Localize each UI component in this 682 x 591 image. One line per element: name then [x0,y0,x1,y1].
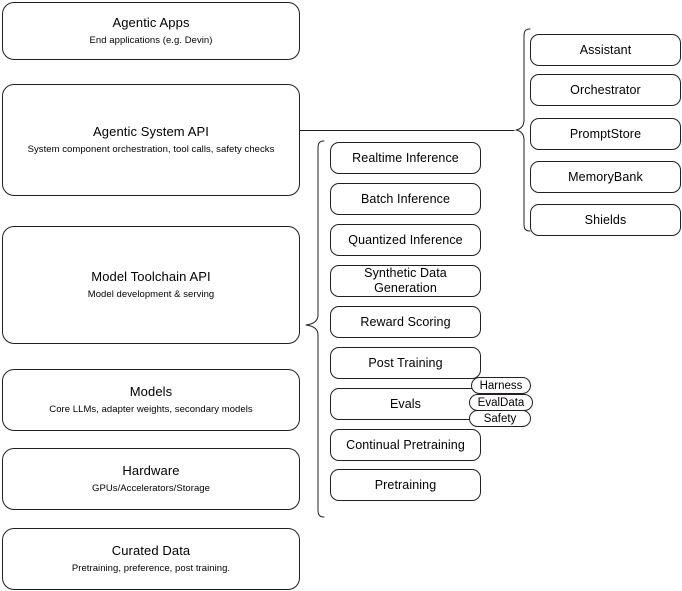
connector-system-api-to-components [299,130,515,131]
layer-subtitle: End applications (e.g. Devin) [89,35,213,46]
capability-label: Quantized Inference [348,232,463,247]
capability-label: Reward Scoring [360,314,451,329]
layer-title: Curated Data [111,543,191,558]
capability-label: Continual Pretraining [346,437,465,452]
component-label: PromptStore [569,126,642,141]
layer-box-agentic-system-api[interactable]: Agentic System API System component orch… [2,84,300,196]
component-label: MemoryBank [568,169,643,184]
layer-box-models[interactable]: Models Core LLMs, adapter weights, secon… [2,369,300,431]
layer-title: Models [129,384,173,399]
pill-evaldata[interactable]: EvalData [469,394,533,411]
layer-title: Hardware [122,463,180,478]
capability-box-reward-scoring[interactable]: Reward Scoring [330,306,481,338]
brace-toolchain-capabilities [305,140,325,518]
layer-title: Agentic System API [93,124,209,139]
component-box-shields[interactable]: Shields [530,204,681,236]
component-label: Assistant [579,42,632,57]
capability-box-pretraining[interactable]: Pretraining [330,469,481,501]
layer-box-curated-data[interactable]: Curated Data Pretraining, preference, po… [2,528,300,590]
component-box-assistant[interactable]: Assistant [530,34,681,66]
component-box-promptstore[interactable]: PromptStore [530,118,681,150]
capability-label: Evals [389,396,422,411]
capability-label: Pretraining [374,477,437,492]
layer-subtitle: Pretraining, preference, post training. [71,563,231,574]
pill-label: EvalData [477,396,525,409]
layer-subtitle: Core LLMs, adapter weights, secondary mo… [49,404,253,415]
capability-box-batch-inference[interactable]: Batch Inference [330,183,481,215]
capability-label: Realtime Inference [352,150,459,165]
capability-box-realtime-inference[interactable]: Realtime Inference [330,142,481,174]
layer-title: Model Toolchain API [91,269,211,284]
pill-label: Safety [483,412,517,425]
layer-subtitle: System component orchestration, tool cal… [27,144,275,155]
layer-subtitle: Model development & serving [87,289,215,300]
component-box-orchestrator[interactable]: Orchestrator [530,74,681,106]
layer-box-agentic-apps[interactable]: Agentic Apps End applications (e.g. Devi… [2,2,300,60]
pill-safety[interactable]: Safety [469,410,531,427]
pill-label: Harness [479,379,523,392]
layer-box-hardware[interactable]: Hardware GPUs/Accelerators/Storage [2,448,300,510]
component-label: Shields [584,212,627,227]
capability-label: Post Training [368,355,443,370]
capability-label: Batch Inference [360,191,451,206]
capability-box-quantized-inference[interactable]: Quantized Inference [330,224,481,256]
capability-box-evals[interactable]: Evals [330,388,481,420]
layer-box-model-toolchain-api[interactable]: Model Toolchain API Model development & … [2,226,300,344]
component-box-memorybank[interactable]: MemoryBank [530,161,681,193]
component-label: Orchestrator [570,82,641,97]
capability-label: Synthetic Data Generation [364,266,447,295]
capability-box-post-training[interactable]: Post Training [330,347,481,379]
pill-harness[interactable]: Harness [471,377,531,394]
capability-box-continual-pretraining[interactable]: Continual Pretraining [330,429,481,461]
capability-box-synthetic-data-generation[interactable]: Synthetic Data Generation [330,265,481,297]
layer-title: Agentic Apps [112,15,190,30]
layer-subtitle: GPUs/Accelerators/Storage [92,483,210,494]
